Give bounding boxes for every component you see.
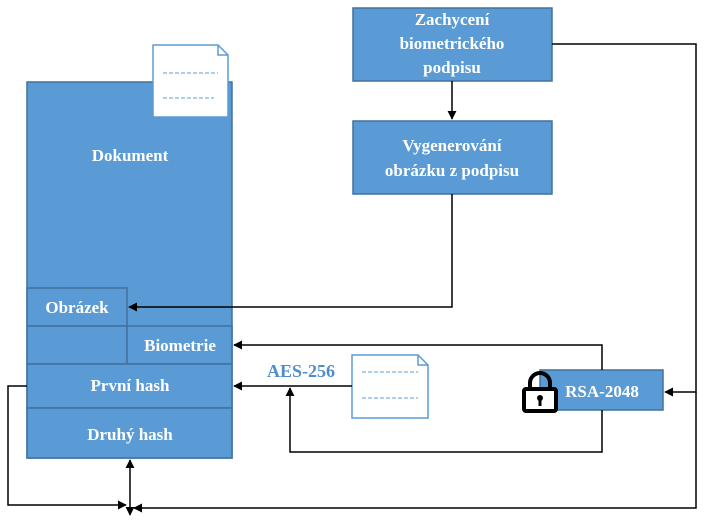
generate-line-1: Vygenerování: [402, 136, 501, 155]
document-note-icon: [152, 44, 229, 118]
edge-firsthash-loop: [7, 385, 127, 510]
padlock-icon: [522, 371, 558, 413]
edge-capture-rsa: [552, 43, 697, 397]
document-note-icon: [351, 354, 429, 419]
image-field-label: Obrázek: [45, 298, 109, 317]
document-label: Dokument: [92, 146, 169, 165]
generate-box: [352, 120, 553, 195]
capture-box: [352, 7, 553, 82]
generate-line-2: obrázku z podpisu: [385, 161, 519, 180]
rsa-label: RSA-2048: [565, 382, 639, 401]
capture-line-1: Zachycení: [415, 10, 490, 29]
aes-label: AES-256: [267, 361, 335, 381]
edge-rsa-aes: [285, 387, 603, 453]
second-hash-field: [26, 407, 233, 459]
edge-bus-right: [133, 392, 697, 513]
edge-rsa-biometrics: [233, 340, 603, 370]
capture-line-2: biometrického: [400, 34, 505, 53]
second-hash-label: Druhý hash: [87, 425, 173, 444]
capture-line-3: podpisu: [423, 58, 481, 77]
first-hash-field: [26, 363, 233, 409]
edge-generate-image: [128, 194, 453, 312]
biometrics-spacer: [26, 325, 128, 365]
rsa-box: [539, 369, 664, 411]
image-field: [26, 287, 128, 327]
biometrics-field-label: Biometrie: [144, 336, 216, 355]
first-hash-label: První hash: [91, 376, 170, 395]
